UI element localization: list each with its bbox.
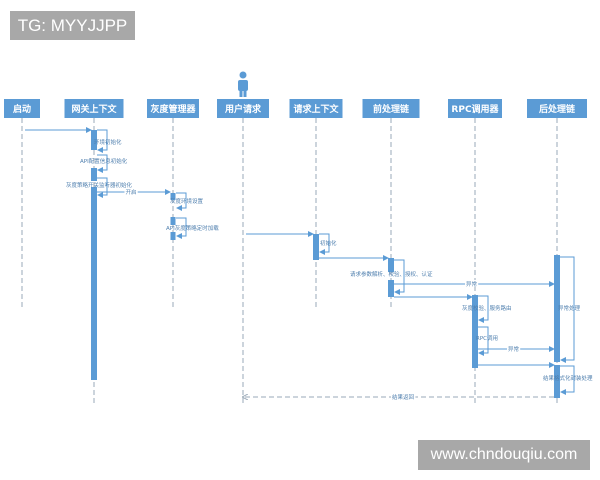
participant-5: 前处理链 [362, 99, 420, 118]
activation-bar [388, 258, 394, 272]
activation-bar [170, 232, 176, 240]
self-message-arrow [97, 177, 108, 198]
message-label: 初始化 [320, 239, 337, 247]
participant-2: 灰度管理器 [147, 99, 199, 118]
self-message-arrow [478, 295, 489, 323]
message-1: 环境初始化 [94, 129, 122, 153]
message-15: 异常 [478, 345, 555, 353]
message-label: 环境初始化 [94, 138, 122, 146]
activation-bar [170, 193, 176, 200]
participant-6: RPC调用器 [448, 99, 502, 118]
participant-label: 网关上下文 [71, 103, 117, 115]
self-message-arrow [176, 192, 187, 211]
self-message-arrow [176, 217, 187, 239]
message-18: 结果格式化封装处理 [543, 365, 593, 395]
activation-bar [91, 168, 97, 181]
message-label: 异常 [508, 345, 520, 353]
message-label: 灰度环境设置 [170, 197, 204, 205]
message-label: RPC调用 [476, 334, 498, 342]
self-message-arrow [560, 365, 575, 395]
activation-bar [170, 217, 176, 225]
participant-label: 前处理链 [373, 103, 410, 115]
message-4: 开启 [97, 188, 171, 196]
message-5: 灰度环境设置 [170, 192, 204, 211]
message-11: 异常 [394, 280, 555, 288]
message-label: API配置信息初始化 [80, 157, 128, 165]
activation-bar [313, 234, 319, 260]
watermark-top-left: TG: MYYJJPP [10, 11, 135, 40]
participant-label: 后处理链 [539, 103, 576, 115]
activation-bar [472, 295, 478, 368]
activation-bar [91, 187, 97, 380]
watermark-bottom-right: www.chndouqiu.com [418, 440, 590, 470]
message-16: 异常处理 [558, 256, 581, 363]
participant-label: RPC调用器 [451, 103, 499, 115]
self-message-arrow [394, 259, 405, 295]
participant-label: 请求上下文 [293, 103, 339, 115]
message-label: 灰度校验、服务路由 [462, 304, 512, 312]
activation-bar [388, 280, 394, 297]
message-8: 初始化 [319, 233, 337, 255]
participant-label: 灰度管理器 [150, 103, 196, 115]
message-10: 请求参数解析、校验、授权、认证 [350, 259, 433, 295]
message-label: 异常 [466, 280, 478, 288]
participant-label: 用户请求 [224, 103, 262, 115]
self-message-arrow [478, 326, 489, 356]
activation-bar [554, 255, 560, 362]
message-label: 结果格式化封装处理 [543, 374, 593, 382]
message-13: 灰度校验、服务路由 [462, 295, 512, 323]
participant-7: 后处理链 [527, 99, 587, 118]
message-19: 结果返回 [243, 393, 554, 401]
participant-0: 启动 [4, 99, 40, 118]
message-label: 请求参数解析、校验、授权、认证 [350, 270, 433, 278]
activation-bar [91, 130, 97, 150]
self-message-arrow [97, 129, 108, 153]
self-message-arrow [97, 154, 108, 173]
self-message-arrow [319, 233, 330, 255]
message-label: 灰度策略开关监听器初始化 [66, 181, 133, 189]
participant-3: 用户请求 [217, 99, 269, 118]
message-label: 开启 [126, 188, 137, 196]
message-6: API灰度策略定时加载 [166, 217, 219, 239]
activation-bar [554, 365, 560, 398]
message-label: API灰度策略定时加载 [166, 224, 219, 232]
self-message-arrow [560, 256, 575, 363]
person-icon [238, 71, 248, 97]
participant-1: 网关上下文 [64, 99, 124, 118]
message-2: API配置信息初始化 [80, 154, 128, 173]
participant-4: 请求上下文 [289, 99, 343, 118]
message-label: 结果返回 [392, 393, 415, 401]
participant-label: 启动 [13, 103, 31, 115]
message-14: RPC调用 [476, 326, 498, 356]
message-3: 灰度策略开关监听器初始化 [66, 177, 133, 198]
message-label: 异常处理 [558, 304, 581, 312]
